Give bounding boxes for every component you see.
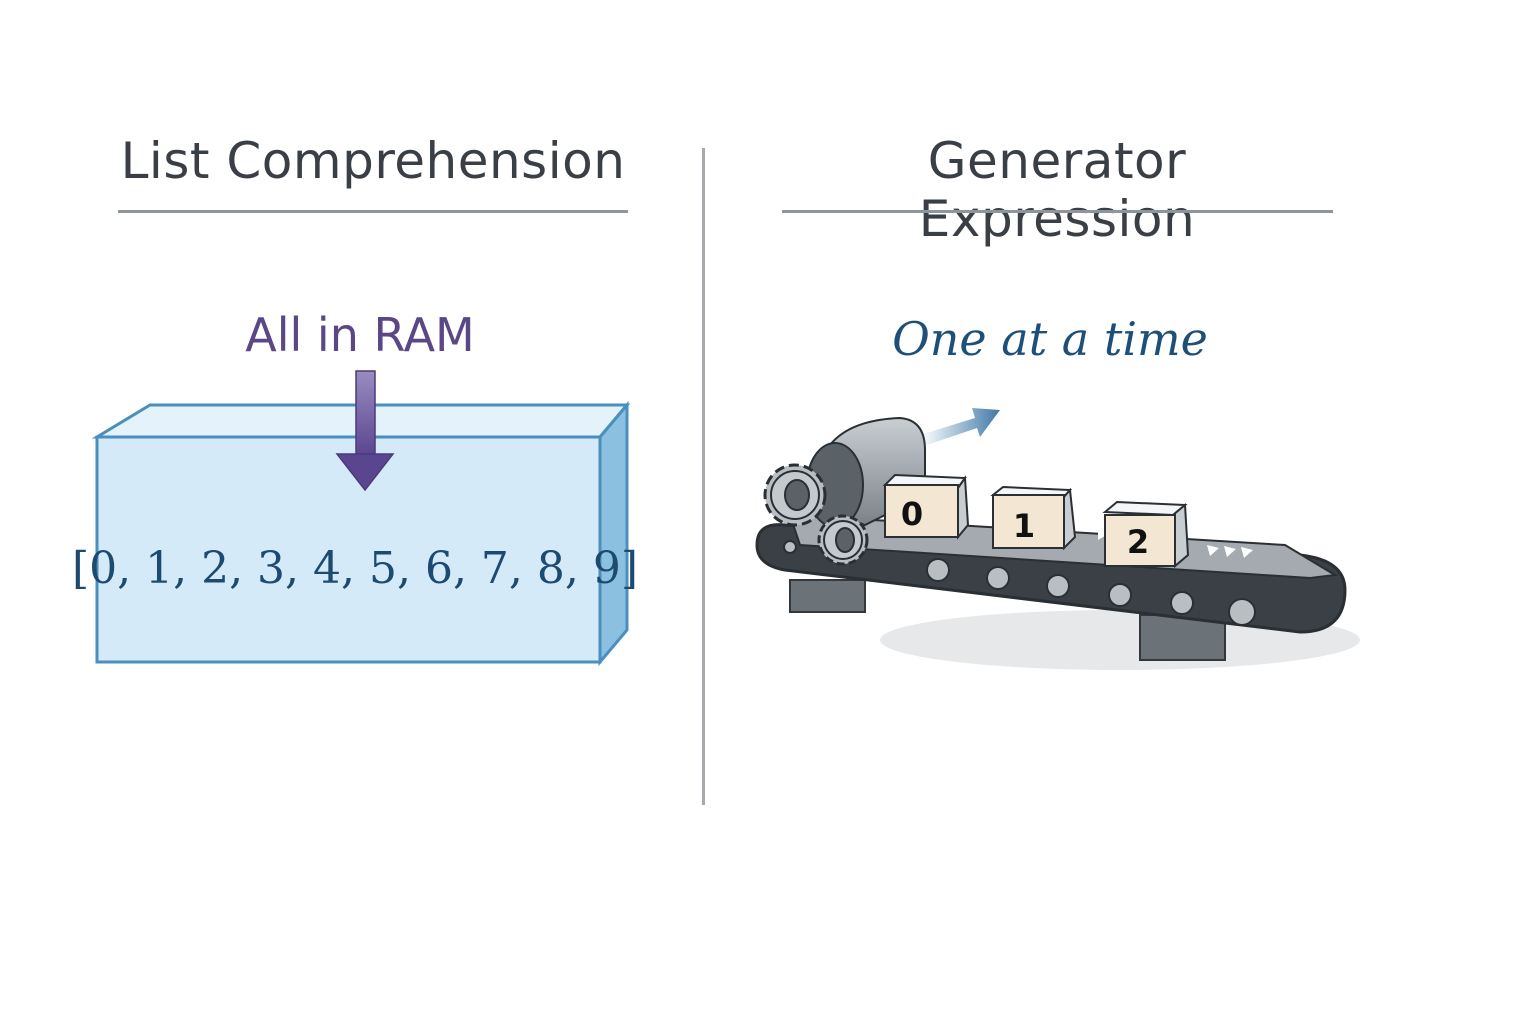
all-in-ram-caption: All in RAM <box>245 308 475 362</box>
center-divider <box>702 148 705 805</box>
box-label-2: 2 <box>1127 523 1149 561</box>
one-at-a-time-caption: One at a time <box>892 312 1208 366</box>
box-item-1: 1 <box>990 485 1077 551</box>
motion-arrow-icon <box>920 408 1000 446</box>
box-item-0: 0 <box>882 473 970 540</box>
box-item-2: 2 <box>1102 500 1190 569</box>
down-arrow-icon <box>335 370 395 492</box>
list-values-text: [0, 1, 2, 3, 4, 5, 6, 7, 8, 9] <box>72 543 638 594</box>
list-comprehension-title: List Comprehension <box>120 132 626 190</box>
generator-expression-title: Generator Expression <box>918 132 1196 248</box>
left-title-underline <box>118 210 628 213</box>
right-title-underline <box>782 210 1333 213</box>
memory-box-icon <box>91 400 631 667</box>
box-label-0: 0 <box>901 495 923 533</box>
gear-icon <box>763 463 869 566</box>
box-label-1: 1 <box>1013 507 1035 545</box>
